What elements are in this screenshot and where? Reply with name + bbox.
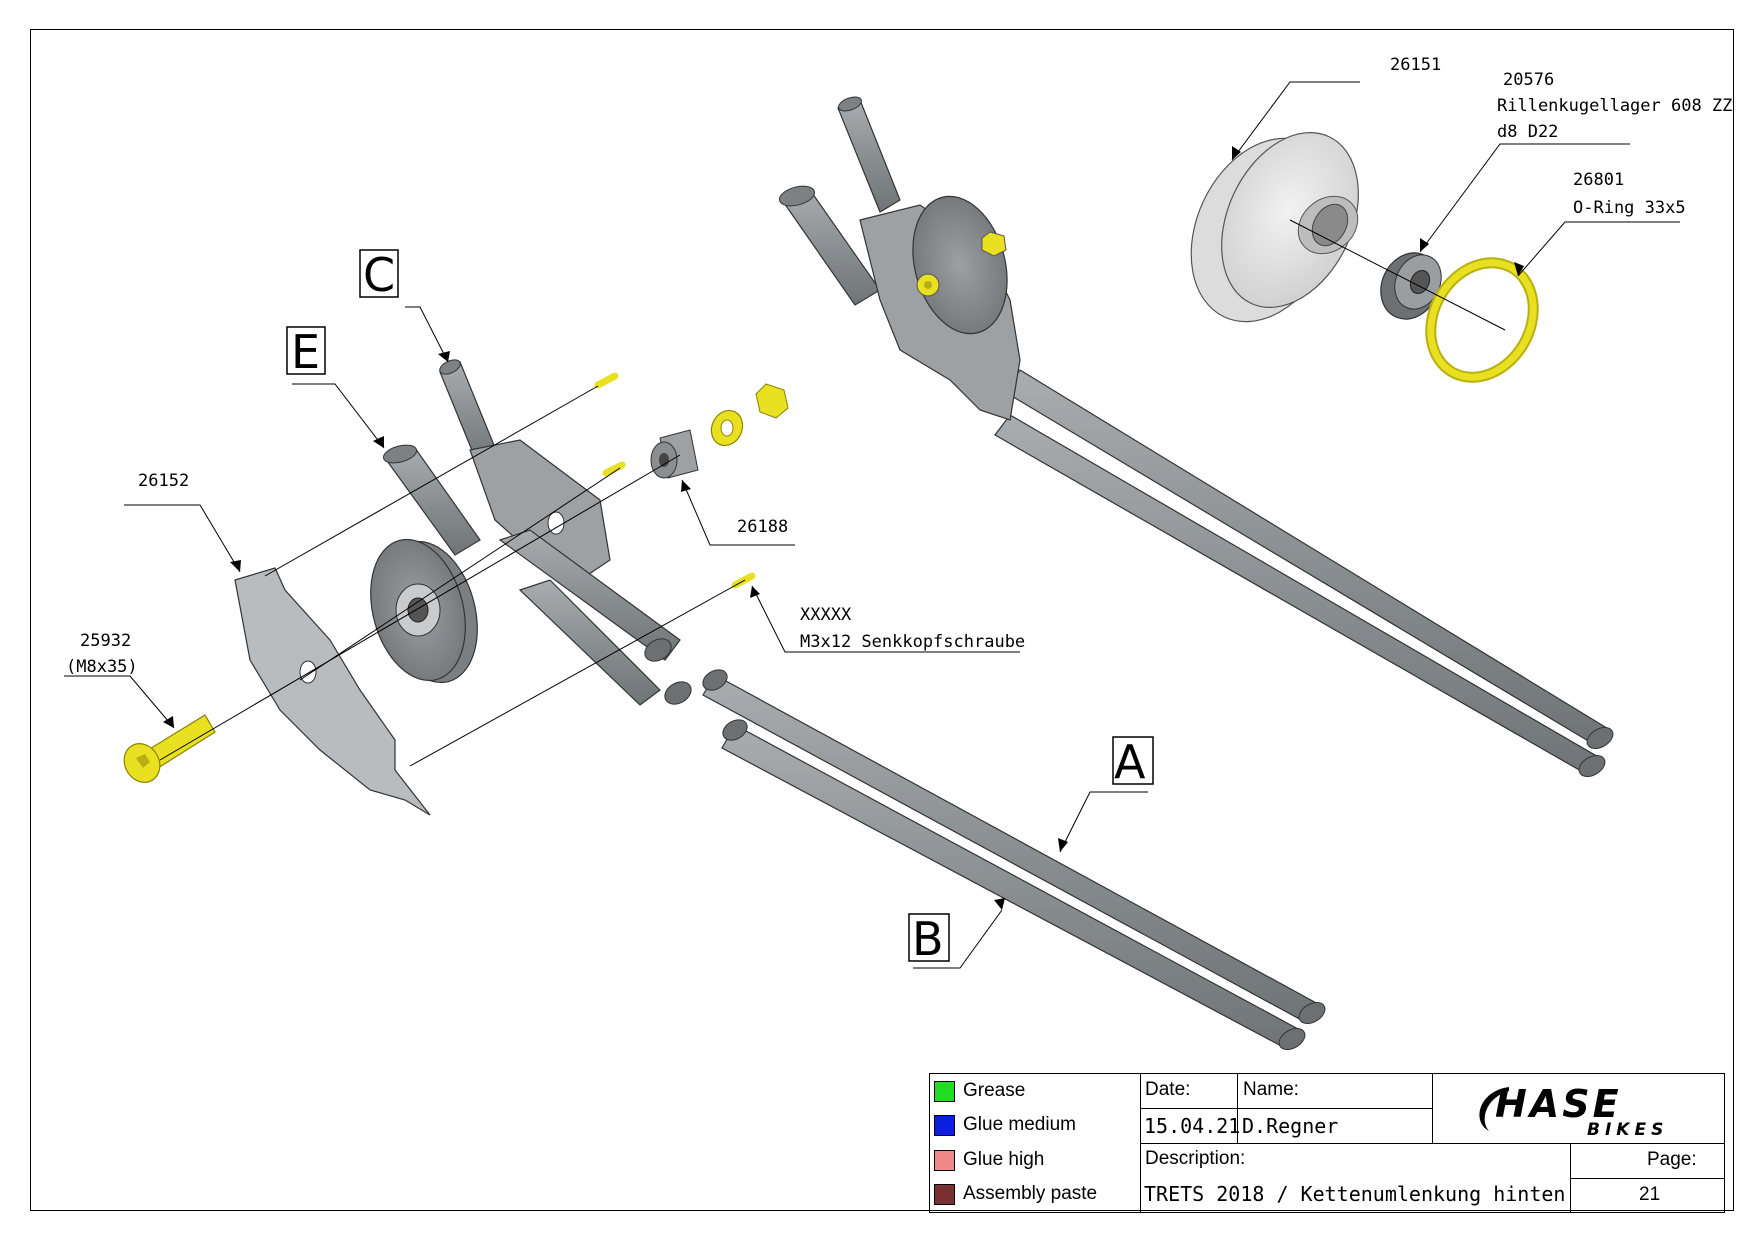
hase-bikes-logo: HASE BIKES — [1479, 1082, 1668, 1139]
legend-label-assembly-paste: Assembly paste — [963, 1183, 1098, 1204]
legend-swatch-glue-high — [934, 1150, 955, 1171]
assembled-nut — [981, 231, 1007, 257]
legend-swatch-glue-medium — [934, 1115, 955, 1136]
o-ring-26801 — [1425, 257, 1539, 383]
description-value: TRETS 2018 / Kettenumlenkung hinten — [1144, 1182, 1566, 1206]
label-25932-dim: (M8x35) — [66, 657, 138, 677]
pulley-26151 — [1190, 131, 1359, 323]
side-plate-26152 — [234, 567, 431, 816]
svg-text:E: E — [291, 325, 320, 379]
svg-text:BIKES: BIKES — [1587, 1120, 1668, 1139]
page-value-cell — [1570, 1178, 1725, 1213]
label-20576-name: Rillenkugellager 608 ZZ — [1497, 96, 1732, 116]
label-xxxxx: XXXXX — [800, 605, 852, 625]
left-frame-with-tubes — [382, 359, 692, 706]
svg-text:HASE: HASE — [1495, 1082, 1622, 1126]
explode-lines — [159, 385, 746, 767]
label-20576-dim: d8 D22 — [1497, 122, 1558, 142]
label-26151: 26151 — [1390, 55, 1441, 75]
legend-label-glue-high: Glue high — [963, 1149, 1045, 1170]
description-label: Description: — [1145, 1148, 1246, 1169]
assembled-double-tube — [994, 369, 1614, 777]
letter-box-b: B — [908, 912, 950, 966]
leader-arrowheads — [163, 146, 1524, 910]
legend-swatch-grease — [934, 1081, 955, 1102]
leader-lines — [64, 81, 1680, 969]
letter-box-a: A — [1112, 735, 1154, 789]
bushing-26188 — [650, 429, 699, 479]
left-pulley — [370, 538, 478, 684]
legend-label-glue-medium: Glue medium — [963, 1114, 1076, 1135]
label-26801-name: O-Ring 33x5 — [1573, 198, 1686, 218]
label-26152: 26152 — [138, 471, 189, 491]
drawing-frame — [30, 29, 1734, 1211]
name-label: Name: — [1243, 1079, 1299, 1100]
letter-box-e: E — [286, 325, 326, 379]
loose-double-tube — [702, 669, 1326, 1050]
legend-label-grease: Grease — [963, 1080, 1026, 1101]
small-screws — [594, 372, 756, 589]
date-label: Date: — [1145, 1079, 1191, 1100]
legend-swatch-assembly-paste — [934, 1184, 955, 1205]
page-value: 21 — [1639, 1184, 1661, 1205]
label-20576: 20576 — [1503, 70, 1554, 90]
title-block: Grease Glue medium Glue high Assembly pa… — [929, 1073, 1725, 1213]
page-label: Page: — [1647, 1149, 1697, 1170]
bearing-20576 — [1380, 252, 1442, 320]
svg-text:A: A — [1114, 735, 1146, 789]
svg-text:C: C — [363, 248, 395, 302]
name-value: D.Regner — [1242, 1114, 1339, 1138]
label-xxxxx-name: M3x12 Senkkopfschraube — [800, 632, 1025, 652]
letter-box-c: C — [359, 248, 399, 302]
assembled-pulley — [912, 195, 1008, 335]
assembled-rear-derailleur-unit — [778, 96, 1614, 777]
date-value: 15.04.21 — [1144, 1114, 1241, 1138]
bolt-25932 — [123, 714, 216, 783]
label-26801: 26801 — [1573, 170, 1624, 190]
svg-text:B: B — [912, 912, 944, 966]
label-26188: 26188 — [737, 517, 788, 537]
label-25932: 25932 — [80, 631, 131, 651]
axis-line-right — [1289, 219, 1506, 331]
nut — [755, 383, 789, 419]
